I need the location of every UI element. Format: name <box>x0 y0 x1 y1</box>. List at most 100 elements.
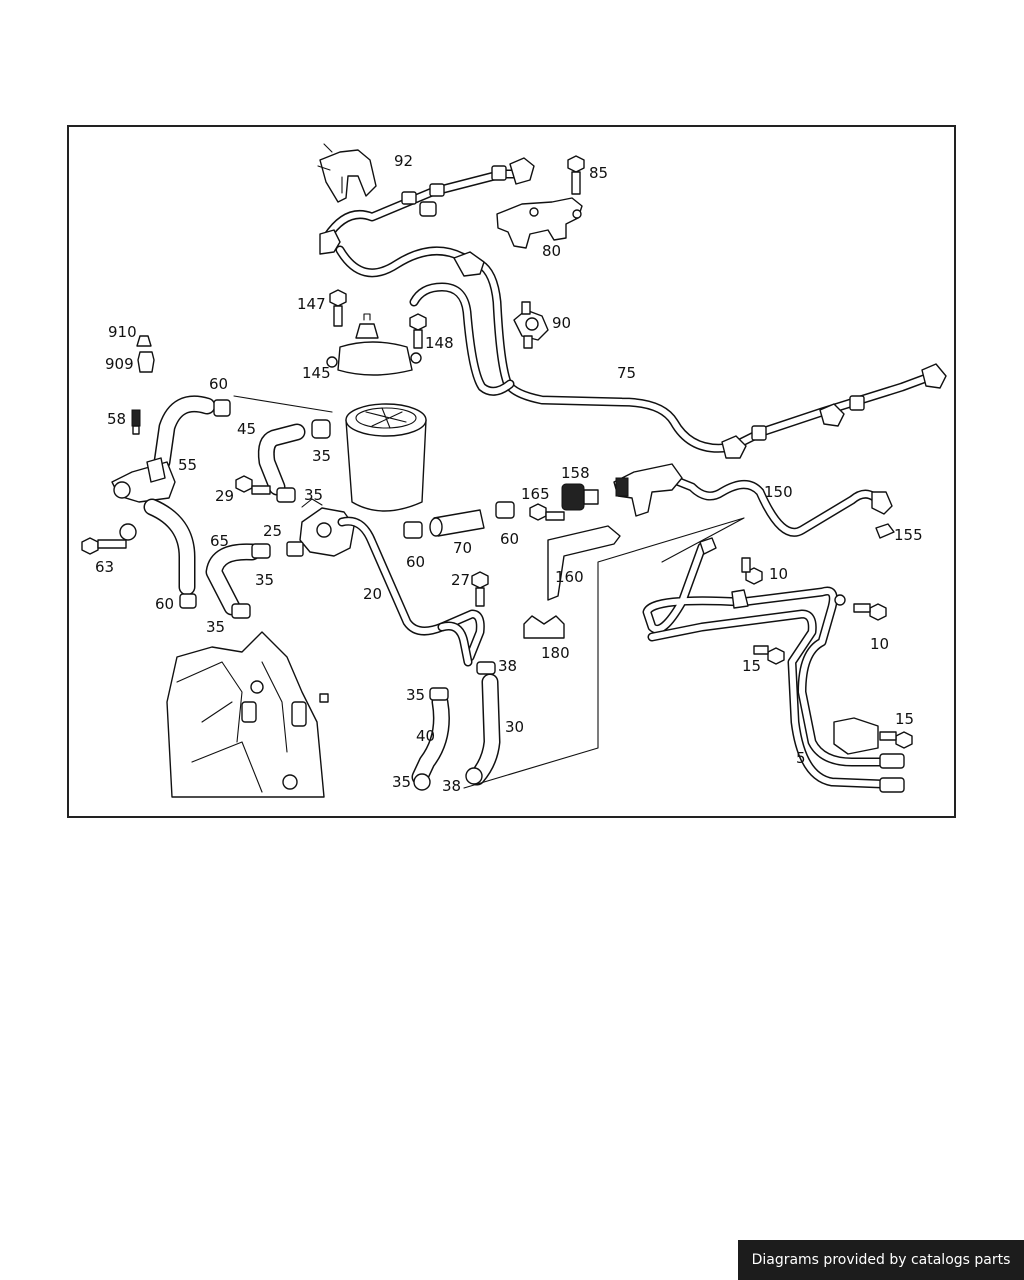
label-75: 75 <box>617 364 636 382</box>
label-29: 29 <box>215 487 234 505</box>
hose-45 <box>257 423 306 496</box>
label-35-f: 35 <box>392 773 411 791</box>
label-60-d: 60 <box>500 530 519 548</box>
label-85: 85 <box>589 164 608 182</box>
return-line <box>335 245 947 459</box>
pipe-assembly-5 <box>642 537 905 793</box>
line-150 <box>613 463 893 537</box>
label-60-b: 60 <box>155 595 174 613</box>
label-35-c: 35 <box>255 571 274 589</box>
label-910: 910 <box>108 323 137 341</box>
clamp-35-f <box>413 773 431 791</box>
label-180: 180 <box>541 644 570 662</box>
sensor-58 <box>131 409 141 435</box>
label-10-b: 10 <box>870 635 889 653</box>
label-27: 27 <box>451 571 470 589</box>
clamp-35-e <box>429 687 449 701</box>
valve-90 <box>513 301 549 349</box>
clamp-35-bottom <box>231 603 251 619</box>
part-labels: 92 85 80 90 147 148 145 910 909 58 60 45… <box>95 152 923 795</box>
bolt-27 <box>471 571 489 607</box>
bracket-160 <box>547 525 621 601</box>
upper-fuel-line <box>319 157 535 255</box>
clamp-38-bottom <box>465 767 483 785</box>
clamp-60-d <box>495 501 515 519</box>
clamp-60-c <box>403 521 423 539</box>
bracket-92 <box>317 143 377 203</box>
label-145: 145 <box>302 364 331 382</box>
credit-badge: Diagrams provided by catalogs parts <box>738 1240 1024 1280</box>
bolt-63 <box>81 523 137 555</box>
clamp-35-lower <box>251 543 271 559</box>
bolt-147 <box>329 289 347 327</box>
clip-155 <box>875 523 895 539</box>
label-30: 30 <box>505 718 524 736</box>
label-160: 160 <box>555 568 584 586</box>
clamp-35-top <box>311 419 331 439</box>
label-38-b: 38 <box>442 777 461 795</box>
high-pressure-pump <box>166 631 329 798</box>
sensor-158 <box>561 483 599 511</box>
label-165: 165 <box>521 485 550 503</box>
diagram-frame: 92 85 80 90 147 148 145 910 909 58 60 45… <box>67 125 956 818</box>
filter-head <box>286 498 355 557</box>
connector-909 <box>137 351 155 373</box>
fitting-block <box>111 457 176 503</box>
label-63: 63 <box>95 558 114 576</box>
hose-40 <box>411 693 450 786</box>
clamp-band-145 <box>326 313 422 376</box>
bracket-80 <box>496 197 583 249</box>
cap-910 <box>136 335 152 347</box>
label-909: 909 <box>105 355 134 373</box>
label-60-a: 60 <box>209 375 228 393</box>
clamp-60-top <box>213 399 231 417</box>
label-90: 90 <box>552 314 571 332</box>
label-20: 20 <box>363 585 382 603</box>
label-35-a: 35 <box>312 447 331 465</box>
label-65: 65 <box>210 532 229 550</box>
label-147: 147 <box>297 295 326 313</box>
label-155: 155 <box>894 526 923 544</box>
line-20 <box>337 516 485 667</box>
label-45: 45 <box>237 420 256 438</box>
bolt-10a <box>741 557 763 585</box>
label-35-b: 35 <box>304 486 323 504</box>
hose-65 <box>205 543 261 616</box>
label-148: 148 <box>425 334 454 352</box>
label-38-a: 38 <box>498 657 517 675</box>
label-60-c: 60 <box>406 553 425 571</box>
label-70: 70 <box>453 539 472 557</box>
clamp-60-lower <box>179 593 197 609</box>
label-15-b: 15 <box>895 710 914 728</box>
label-150: 150 <box>764 483 793 501</box>
leader-lines <box>233 395 745 789</box>
clamp-35-mid <box>276 487 296 503</box>
bolt-29 <box>235 475 271 495</box>
label-158: 158 <box>561 464 590 482</box>
bolt-85 <box>567 155 585 195</box>
clamp-38-top <box>476 661 496 675</box>
clip-180 <box>523 615 565 639</box>
bolt-165 <box>529 503 565 521</box>
fuel-system-diagram: 92 85 80 90 147 148 145 910 909 58 60 45… <box>81 143 947 798</box>
label-58: 58 <box>107 410 126 428</box>
fuel-filter-canister <box>345 403 427 512</box>
bolt-15a <box>753 645 785 665</box>
bolt-10b <box>853 603 887 621</box>
label-35-d: 35 <box>206 618 225 636</box>
label-10-a: 10 <box>769 565 788 583</box>
label-15-a: 15 <box>742 657 761 675</box>
label-35-e: 35 <box>406 686 425 704</box>
label-92: 92 <box>394 152 413 170</box>
label-55: 55 <box>178 456 197 474</box>
hose-30 <box>468 673 501 786</box>
bolt-15b <box>879 731 913 749</box>
label-40: 40 <box>416 727 435 745</box>
bolt-148 <box>409 313 427 349</box>
hose-55 <box>153 395 216 471</box>
label-5: 5 <box>796 749 806 767</box>
label-25: 25 <box>263 522 282 540</box>
hose-lower-left <box>143 498 196 596</box>
label-80: 80 <box>542 242 561 260</box>
connector-70 <box>429 509 485 537</box>
